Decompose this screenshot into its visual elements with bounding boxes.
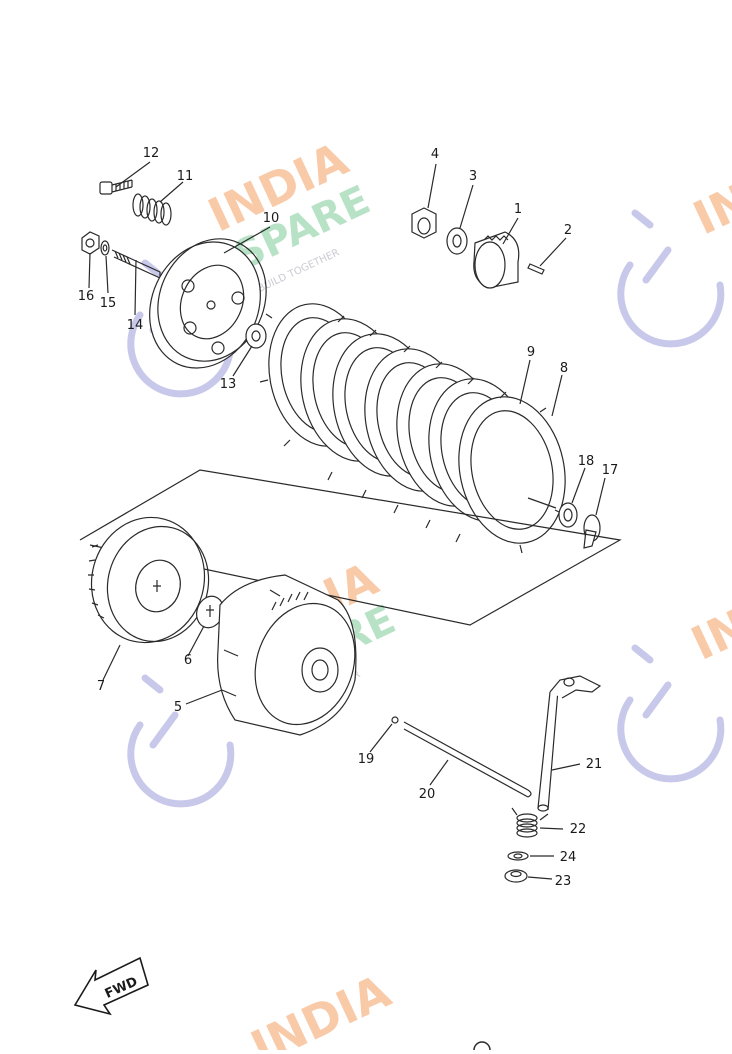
callout-13: 13	[220, 377, 237, 392]
assembly-guide-line	[79, 469, 622, 626]
bearing-part	[245, 323, 267, 349]
callout-23: 23	[555, 874, 572, 889]
pressure-plate	[149, 238, 267, 369]
primary-driven-gear	[88, 516, 210, 644]
callout-20: 20	[419, 787, 436, 802]
watermark-india-text: INDIA	[685, 134, 732, 245]
callout-17: 17	[602, 463, 619, 478]
callout-21: 21	[586, 757, 603, 772]
callout-12: 12	[143, 146, 160, 161]
push-rod-shaft	[391, 716, 532, 798]
clutch-plate-stack	[259, 303, 566, 554]
callout-19: 19	[358, 752, 375, 767]
callout-10: 10	[263, 211, 280, 226]
push-lever	[537, 675, 602, 812]
leader-lines	[88, 161, 606, 880]
callout-16: 16	[78, 289, 95, 304]
callout-4: 4	[431, 147, 439, 162]
watermark-right-top: INDIA	[685, 134, 732, 245]
callout-24: 24	[560, 850, 577, 865]
partial-circle-mark	[473, 1041, 491, 1054]
callout-18: 18	[578, 454, 595, 469]
callout-7: 7	[97, 679, 105, 694]
watermark-bottom: INDIA	[243, 964, 399, 1054]
callout-6: 6	[184, 653, 192, 668]
spring-part	[132, 193, 172, 226]
callout-9: 9	[527, 345, 535, 360]
callout-22: 22	[570, 822, 587, 837]
watermark-right-mid: INDIA	[683, 560, 732, 671]
callout-15: 15	[100, 296, 117, 311]
pushrod-line	[527, 497, 557, 509]
callout-11: 11	[177, 169, 194, 184]
callout-labels: 4 3 1 2 12 11 10 16 15 14 13 9 8 18 17 6…	[78, 146, 619, 889]
nut-washer-stud	[81, 231, 161, 279]
callout-5: 5	[174, 700, 182, 715]
clutch-basket	[217, 574, 357, 736]
watermark-wrench-icon	[127, 209, 725, 808]
callout-8: 8	[560, 361, 568, 376]
forward-arrow-icon: FWD	[73, 956, 149, 1016]
watermark-india-text: INDIA	[243, 964, 399, 1050]
callout-2: 2	[564, 223, 572, 238]
callout-1: 1	[514, 202, 522, 217]
callout-3: 3	[469, 169, 477, 184]
watermark-india-text: INDIA	[683, 560, 732, 671]
collar-and-lock-washer	[558, 502, 601, 549]
nut-washer-gear-pin	[411, 207, 545, 289]
spring-washer-nut	[504, 807, 549, 883]
drawing-lines	[79, 161, 622, 883]
callout-14: 14	[127, 318, 144, 333]
